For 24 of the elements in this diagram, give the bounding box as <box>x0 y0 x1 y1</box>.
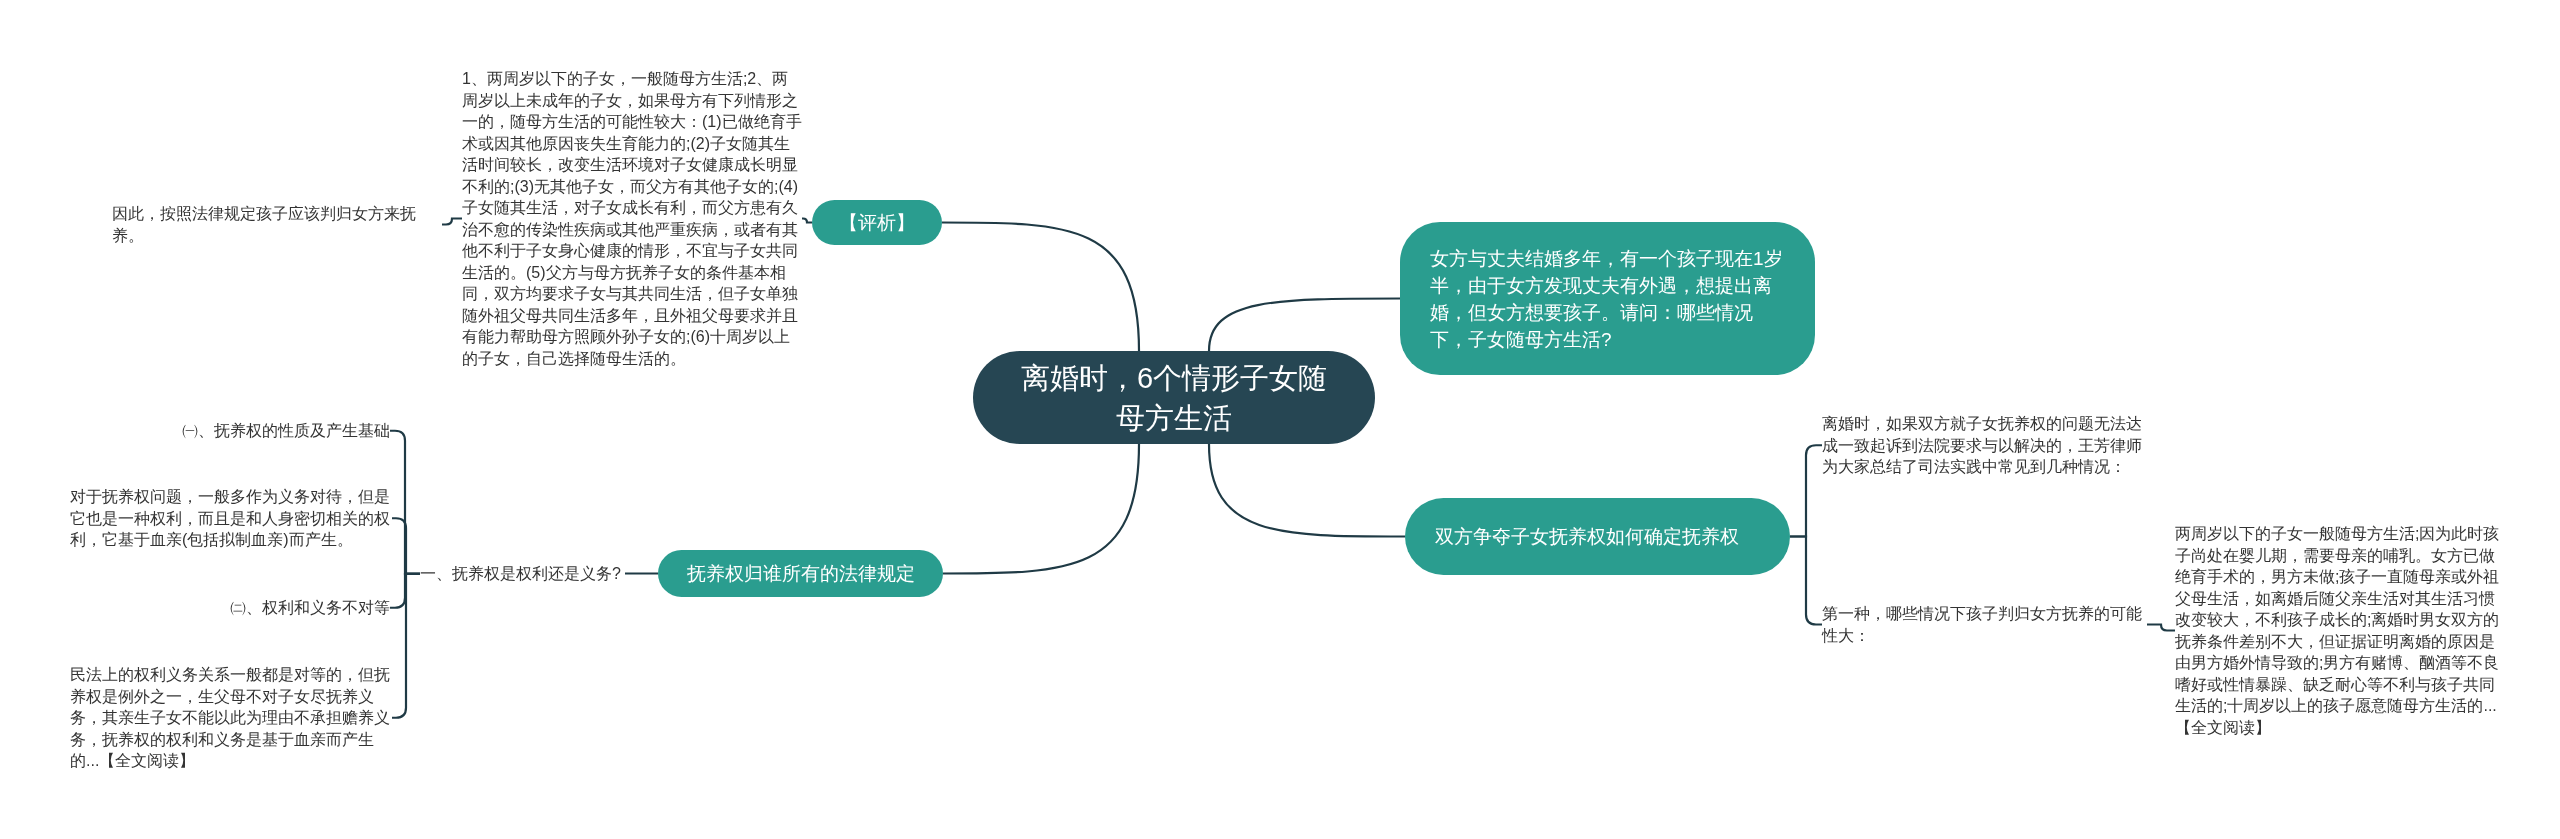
topic-text: ㈠、抚养权的性质及产生基础 <box>160 420 390 442</box>
topic-text: 一、抚养权是权利还是义务? <box>420 563 625 585</box>
connector-line <box>392 572 420 719</box>
topic-text: 1、两周岁以下的子女，一般随母方生活;2、两周岁以上未成年的子女，如果母方有下列情形之一的，随母方生活的可能性较大：(1)已做绝育手术或因其他原因丧失生育能力的;(2)子女随其生活时间较长，改变生活环境对子女健康成长明显不利的;(3)无其他子女，而父方有其他子女的;(4)子女随其生活，对子女成长有利，而父方患有久治不愈的传染性疾病或其他严重疾病，或者有其他不利于子女身心健康的情形，不宜与子女共同生活的。(5)父方与母方抚养子女的条件基本相同，双方均要求子女与其共同生活，但子女单独随外祖父母共同生活多年，且外祖父母要求并且有能力帮助母方照顾外孙子女的;(6)十周岁以上的子女，自己选择随母生活的。 <box>462 68 802 369</box>
connector-line <box>442 217 462 226</box>
topic-pill: 女方与丈夫结婚多年，有一个孩子现在1岁半，由于女方发现丈夫有外遇，想提出离婚，但女方想要孩子。请问：哪些情况下，子女随母方生活? <box>1400 222 1815 375</box>
topic-text: 民法上的权利义务关系一般都是对等的，但抚养权是例外之一，生父母不对子女尽抚养义务，其亲生子女不能以此为理由不承担赡养义务，抚养权的权利和义务是基于血亲而产生的...【全文阅读】 <box>70 664 392 772</box>
connector-line <box>943 443 1141 575</box>
connector-line <box>1207 297 1400 352</box>
connector-line <box>2147 623 2175 632</box>
topic-pill: 双方争夺子女抚养权如何确定抚养权 <box>1405 498 1790 575</box>
topic-text: 离婚时，如果双方就子女抚养权的问题无法达成一致起诉到法院要求与以解决的，王芳律师为大家总结了司法实践中常见到几种情况： <box>1822 413 2142 478</box>
central-topic: 离婚时，6个情形子女随母方生活 <box>973 351 1375 444</box>
topic-text: 因此，按照法律规定孩子应该判归女方来抚养。 <box>112 203 442 246</box>
topic-text: 对于抚养权问题，一般多作为义务对待，但是它也是一种权利，而且是和人身密切相关的权利，它基于血亲(包括拟制血亲)而产生。 <box>70 486 392 551</box>
connector-line <box>942 221 1141 352</box>
topic-text: ㈡、权利和义务不对等 <box>180 597 390 619</box>
topic-text: 第一种，哪些情况下孩子判归女方抚养的可能性大： <box>1822 603 2147 646</box>
connector-line <box>625 572 658 575</box>
connector-line <box>801 217 812 224</box>
topic-pill: 抚养权归谁所有的法律规定 <box>658 550 943 597</box>
topic-text: 两周岁以下的子女一般随母方生活;因为此时孩子尚处在婴儿期，需要母亲的哺乳。女方已做绝育手术的，男方未做;孩子一直随母亲或外祖父母生活，如离婚后随父亲生活对其生活习惯改变较大，不利孩子成长的;离婚时男女双方的抚养条件差别不大，但证据证明离婚的原因是由男方婚外情导致的;男方有赌博、酗酒等不良嗜好或性情暴躁、缺乏耐心等不利与孩子共同生活的;十周岁以上的孩子愿意随母方生活的...【全文阅读】 <box>2175 523 2500 738</box>
topic-pill: 【评析】 <box>812 200 942 245</box>
connector-line <box>1207 443 1405 538</box>
